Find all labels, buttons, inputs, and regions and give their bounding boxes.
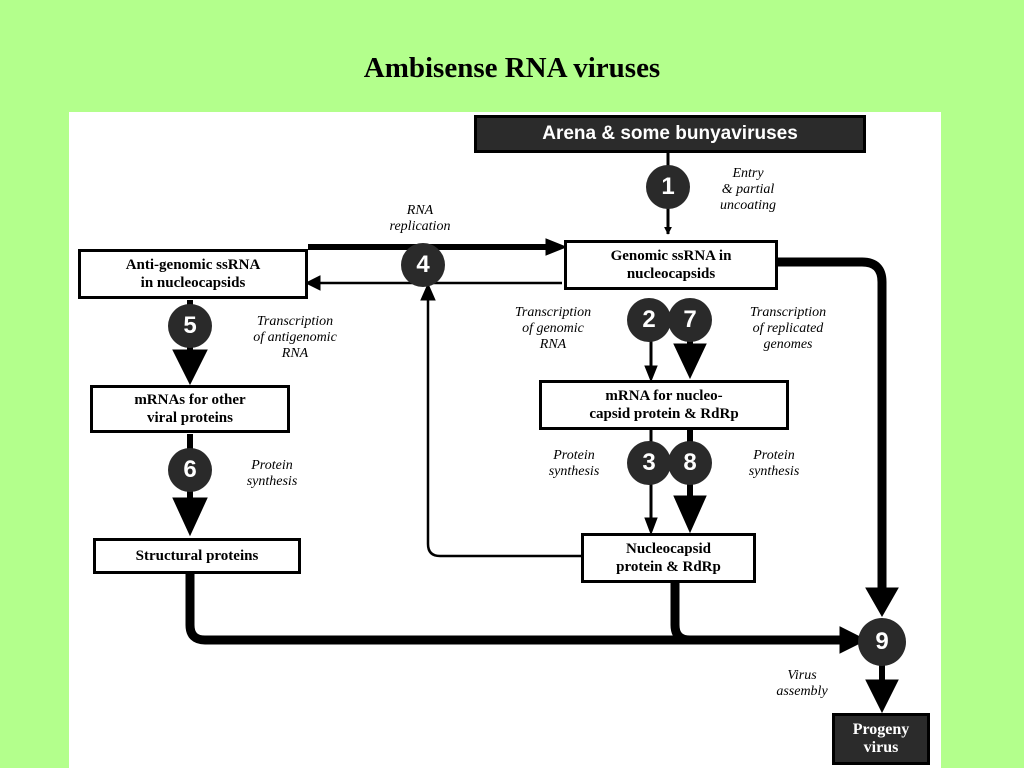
- note-transcription-genomic: Transcription of genomic RNA: [514, 305, 592, 352]
- box-mrnas-other: mRNAs for other viral proteins: [90, 385, 290, 433]
- note-virus-assembly: Virus assembly: [776, 668, 828, 699]
- note-protein-synthesis-6: Protein synthesis: [246, 458, 298, 489]
- step-3: 3: [627, 441, 671, 485]
- step-7: 7: [668, 298, 712, 342]
- box-mrna-nucleocapsid: mRNA for nucleo- capsid protein & RdRp: [539, 380, 789, 430]
- box-progeny-virus: Progeny virus: [832, 713, 930, 765]
- arrow-structural-to-9: [185, 572, 843, 645]
- box-nucleocapsid-label: Nucleocapsid protein & RdRp: [616, 541, 721, 575]
- note-transcription-replicated: Transcription of replicated genomes: [749, 305, 827, 352]
- step-4: 4: [401, 243, 445, 287]
- box-mrnas-other-label: mRNAs for other viral proteins: [134, 392, 246, 426]
- arrow-nucleocapsid-to-9: [670, 582, 691, 645]
- note-transcription-antigenomic: Transcription of antigenomic RNA: [253, 314, 337, 361]
- box-structural-proteins: Structural proteins: [93, 538, 301, 574]
- box-arena-label: Arena & some bunyaviruses: [542, 123, 798, 144]
- box-genomic-ssrna: Genomic ssRNA in nucleocapsids: [564, 240, 778, 290]
- arrow-genomic-to-9: [778, 257, 887, 590]
- step-1: 1: [646, 165, 690, 209]
- note-rna-replication: RNA replication: [389, 203, 451, 234]
- diagram-panel: [69, 112, 941, 768]
- step-2: 2: [627, 298, 671, 342]
- note-entry: Entry & partial uncoating: [720, 166, 776, 213]
- note-protein-synthesis-right: Protein synthesis: [748, 448, 800, 479]
- step-5: 5: [168, 304, 212, 348]
- arrow-nucleocapsid-to-4: [426, 298, 581, 558]
- step-8: 8: [668, 441, 712, 485]
- box-antigenomic-ssrna: Anti-genomic ssRNA in nucleocapsids: [78, 249, 308, 299]
- step-9: 9: [858, 618, 906, 666]
- box-antigenomic-label: Anti-genomic ssRNA in nucleocapsids: [125, 257, 261, 291]
- box-genomic-label: Genomic ssRNA in nucleocapsids: [610, 248, 732, 282]
- box-nucleocapsid-protein: Nucleocapsid protein & RdRp: [581, 533, 756, 583]
- box-progeny-label: Progeny virus: [852, 721, 910, 756]
- step-6: 6: [168, 448, 212, 492]
- slide-title: Ambisense RNA viruses: [363, 52, 661, 84]
- note-protein-synthesis-left: Protein synthesis: [548, 448, 600, 479]
- box-structural-label: Structural proteins: [135, 548, 259, 564]
- box-mrna-nucleo-label: mRNA for nucleo- capsid protein & RdRp: [589, 388, 739, 422]
- box-arena-bunyaviruses: Arena & some bunyaviruses: [474, 115, 866, 153]
